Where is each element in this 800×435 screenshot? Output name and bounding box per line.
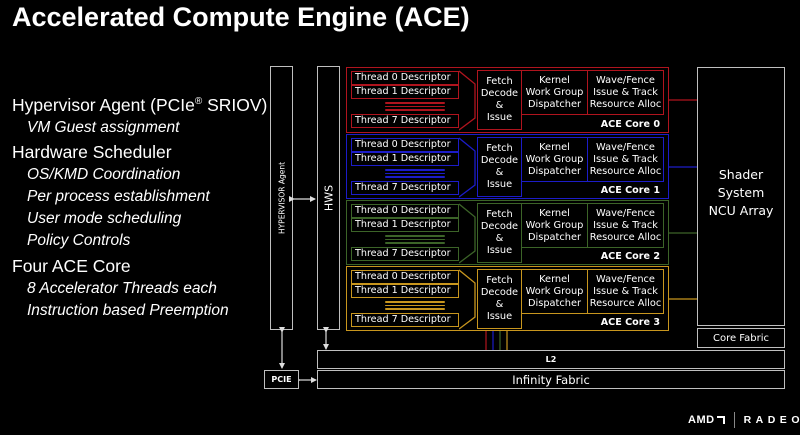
- l2-label: L2: [545, 355, 557, 364]
- registered-mark: ®: [194, 96, 203, 108]
- ace-core-label: ACE Core 0: [600, 119, 660, 130]
- fetch-decode-issue-block: Fetch Decode & Issue: [477, 70, 522, 130]
- shader-system-label: Shader System NCU Array: [708, 166, 774, 218]
- wave-fence-block: Wave/Fence Issue & Track Resource Alloc: [587, 269, 664, 314]
- bullet-heading: Hardware Scheduler: [12, 142, 172, 162]
- fetch-decode-issue-block: Fetch Decode & Issue: [477, 203, 522, 263]
- l2-box: L2: [317, 350, 785, 369]
- thread-descriptor: Thread 7 Descriptor: [351, 114, 459, 128]
- thread-ellipsis-icon: [385, 235, 445, 246]
- core-l2-links: [485, 331, 508, 350]
- kernel-dispatcher-block: Kernel Work Group Dispatcher: [521, 269, 588, 314]
- thread-descriptor: Thread 0 Descriptor: [351, 138, 459, 152]
- infinity-fabric-box: Infinity Fabric: [317, 370, 785, 389]
- kernel-dispatcher-block: Kernel Work Group Dispatcher: [521, 203, 588, 248]
- mux-icon: [459, 203, 476, 264]
- infinity-fabric-label: Infinity Fabric: [512, 372, 590, 387]
- bullet-heading-tail: SRIOV): [202, 95, 268, 115]
- bullet-heading: Four ACE Core: [12, 256, 131, 276]
- thread-descriptor: Thread 0 Descriptor: [351, 204, 459, 218]
- thread-descriptor: Thread 7 Descriptor: [351, 181, 459, 195]
- bullet-heading-text: Hypervisor Agent (PCIe: [12, 95, 195, 115]
- amd-radeon-logo: AMD RADEON: [688, 412, 800, 428]
- wave-fence-block: Wave/Fence Issue & Track Resource Alloc: [587, 203, 664, 248]
- thread-descriptor: Thread 1 Descriptor: [351, 85, 459, 99]
- bullet-subitem: OS/KMD Coordination: [27, 166, 181, 183]
- thread-descriptor: Thread 1 Descriptor: [351, 284, 459, 298]
- amd-logo-text: AMD: [688, 414, 715, 426]
- thread-ellipsis-icon: [385, 169, 445, 180]
- thread-ellipsis-icon: [385, 301, 445, 312]
- ace-core-label: ACE Core 1: [600, 185, 660, 196]
- ace-core-label: ACE Core 3: [600, 317, 660, 328]
- fetch-decode-issue-block: Fetch Decode & Issue: [477, 269, 522, 329]
- kernel-dispatcher-block: Kernel Work Group Dispatcher: [521, 137, 588, 182]
- shader-system-box: Shader System NCU Array: [697, 67, 785, 326]
- logo-divider: [733, 412, 735, 428]
- radeon-logo-text: RADEON: [743, 414, 800, 426]
- thread-descriptor: Thread 7 Descriptor: [351, 247, 459, 261]
- core-shader-links: [669, 99, 697, 300]
- bullet-subitem: VM Guest assignment: [27, 119, 180, 136]
- mux-icon: [459, 269, 476, 330]
- thread-descriptor: Thread 0 Descriptor: [351, 270, 459, 284]
- thread-descriptor: Thread 1 Descriptor: [351, 218, 459, 232]
- bullet-heading: Hypervisor Agent (PCIe® SRIOV): [12, 95, 267, 116]
- mux-icon: [459, 70, 476, 131]
- amd-arrow-icon: [716, 416, 725, 424]
- kernel-dispatcher-block: Kernel Work Group Dispatcher: [521, 70, 588, 115]
- bullet-subitem: Policy Controls: [27, 232, 131, 249]
- thread-descriptor: Thread 0 Descriptor: [351, 71, 459, 85]
- core-fabric-box: Core Fabric: [697, 328, 785, 348]
- bullet-subitem: User mode scheduling: [27, 210, 182, 227]
- pcie-box: PCIE: [264, 370, 299, 389]
- slide-title: Accelerated Compute Engine (ACE): [12, 2, 470, 32]
- bullet-subitem: Instruction based Preemption: [27, 302, 229, 319]
- thread-descriptor: Thread 7 Descriptor: [351, 313, 459, 327]
- wave-fence-block: Wave/Fence Issue & Track Resource Alloc: [587, 137, 664, 182]
- thread-descriptor: Thread 1 Descriptor: [351, 152, 459, 166]
- ace-core-label: ACE Core 2: [600, 251, 660, 262]
- mux-icon: [459, 137, 476, 198]
- core-fabric-label: Core Fabric: [712, 332, 770, 344]
- pcie-label: PCIE: [271, 375, 292, 384]
- wave-fence-block: Wave/Fence Issue & Track Resource Alloc: [587, 70, 664, 115]
- bullet-subitem: Per process establishment: [27, 188, 210, 205]
- fetch-decode-issue-block: Fetch Decode & Issue: [477, 137, 522, 197]
- thread-ellipsis-icon: [385, 102, 445, 113]
- bullet-subitem: 8 Accelerator Threads each: [27, 280, 217, 297]
